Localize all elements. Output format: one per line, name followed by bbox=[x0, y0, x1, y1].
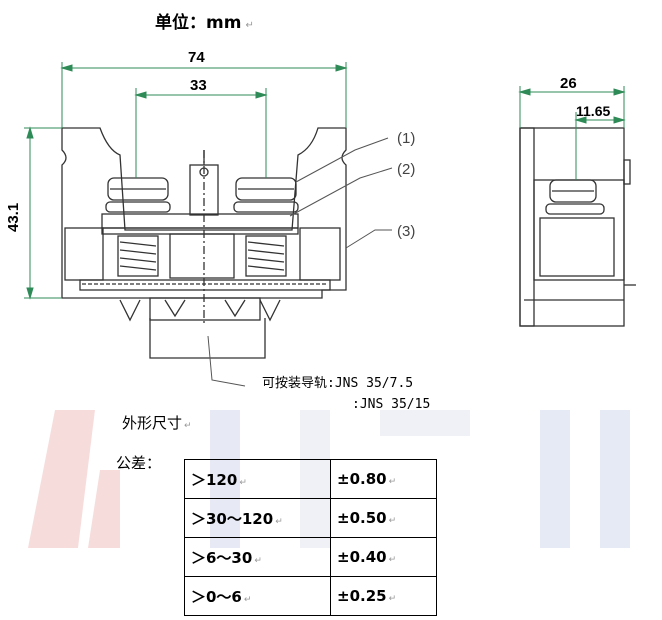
tolerance-value: ±0.40↵ bbox=[330, 537, 437, 577]
callout-2: (2) bbox=[397, 161, 415, 178]
table-row: ＞120↵ ±0.80↵ bbox=[184, 459, 437, 499]
callout-1: (1) bbox=[397, 130, 415, 147]
rail-note-line1: 可按装导轨:JNS 35/7.5 bbox=[262, 376, 414, 391]
side-dimension-lines bbox=[518, 86, 626, 180]
front-view bbox=[61, 127, 347, 359]
unit-label: 单位：mm↵ bbox=[155, 13, 254, 33]
tolerance-table: ＞120↵ ±0.80↵ ＞30～120↵ ±0.50↵ ＞6～30↵ ±0.4… bbox=[184, 459, 437, 616]
front-dimension-lines bbox=[24, 62, 348, 300]
tolerance-range: ＞120↵ bbox=[184, 459, 331, 499]
tolerance-value: ±0.50↵ bbox=[330, 498, 437, 538]
dimension-11-65: 11.65 bbox=[576, 103, 610, 119]
callout-3: (3) bbox=[397, 223, 415, 240]
callout-leaders bbox=[207, 137, 393, 387]
table-row: ＞30～120↵ ±0.50↵ bbox=[184, 498, 437, 538]
table-row: ＞6～30↵ ±0.40↵ bbox=[184, 537, 437, 577]
tolerance-label: 公差： bbox=[116, 454, 162, 472]
dimension-43-1: 43.1 bbox=[5, 203, 22, 232]
tolerance-range: ＞6～30↵ bbox=[184, 537, 331, 577]
rail-note-line2: :JNS 35/15 bbox=[352, 397, 431, 412]
dimension-26: 26 bbox=[560, 75, 577, 92]
dimension-33: 33 bbox=[190, 77, 207, 94]
tolerance-range: ＞30～120↵ bbox=[184, 498, 331, 538]
dimension-74: 74 bbox=[188, 49, 205, 66]
tolerance-value: ±0.25↵ bbox=[330, 576, 437, 616]
tolerance-value: ±0.80↵ bbox=[330, 459, 437, 499]
table-row: ＞0～6↵ ±0.25↵ bbox=[184, 576, 437, 616]
side-view bbox=[519, 127, 636, 327]
outline-dimensions-label: 外形尺寸↵ bbox=[122, 414, 192, 432]
return-mark: ↵ bbox=[245, 20, 254, 31]
tolerance-range: ＞0～6↵ bbox=[184, 576, 331, 616]
